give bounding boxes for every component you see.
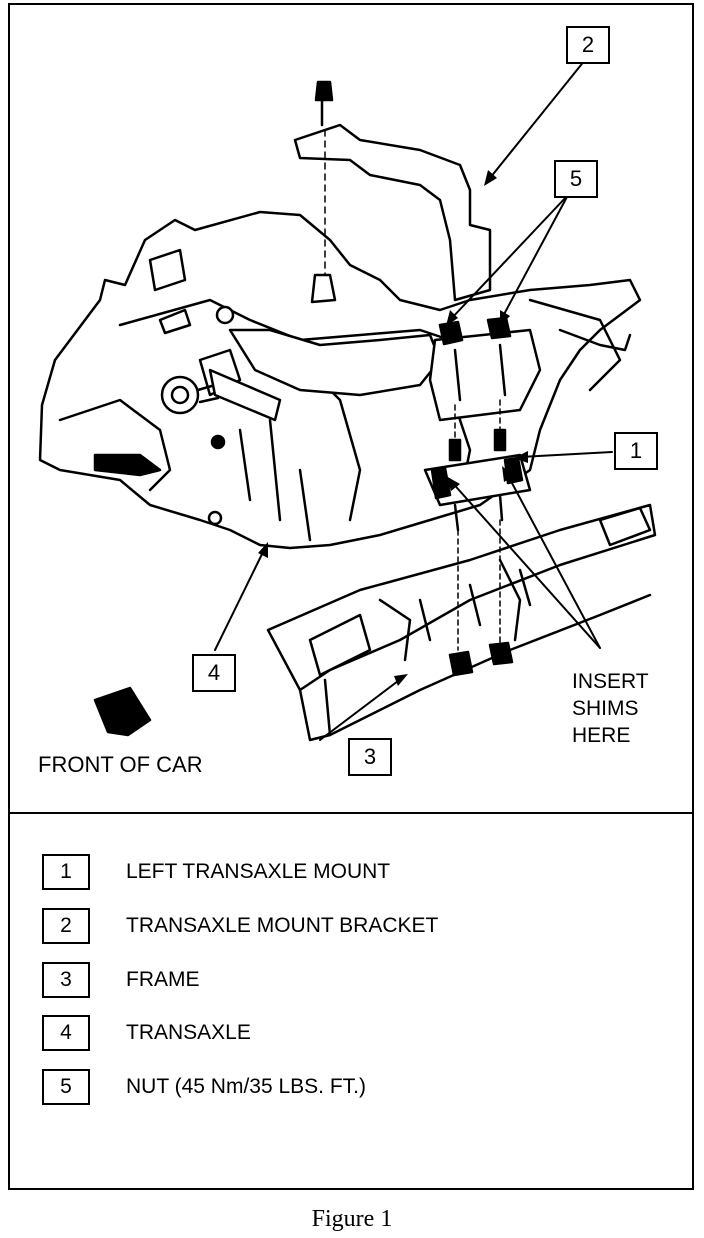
legend-label: TRANSAXLE	[126, 1021, 251, 1044]
legend-divider	[8, 812, 694, 814]
callout-1: 1	[614, 432, 658, 470]
mount-nuts	[438, 316, 512, 346]
figure-frame	[8, 3, 694, 1190]
front-of-car-label: FRONT OF CAR	[38, 752, 203, 777]
insert-shims-line-2: SHIMS	[572, 697, 639, 720]
legend-item: 5 NUT (45 Nm/35 LBS. FT.)	[42, 1067, 366, 1107]
legend-number: 3	[42, 962, 90, 998]
callout-4: 4	[192, 654, 236, 692]
legend-item: 4 TRANSAXLE	[42, 1013, 251, 1053]
legend-number: 1	[42, 854, 90, 890]
front-arrow-icon	[93, 686, 152, 737]
legend-label: FRAME	[126, 968, 200, 991]
leader-lines	[214, 59, 613, 741]
legend-item: 3 FRAME	[42, 960, 200, 1000]
figure-caption: Figure 1	[311, 1206, 393, 1232]
legend-number: 5	[42, 1069, 90, 1105]
frame-rail	[266, 503, 657, 742]
legend-number: 4	[42, 1015, 90, 1051]
legend-item: 1 LEFT TRANSAXLE MOUNT	[42, 852, 390, 892]
legend-item: 2 TRANSAXLE MOUNT BRACKET	[42, 906, 438, 946]
legend-label: LEFT TRANSAXLE MOUNT	[126, 860, 391, 883]
callout-5: 5	[554, 160, 598, 198]
callout-3: 3	[348, 738, 392, 776]
transaxle-mount-illustration	[38, 59, 657, 742]
insert-shims-line-3: HERE	[572, 724, 631, 747]
insert-shims-note: INSERT SHIMS HERE	[572, 668, 649, 749]
transaxle-mount-bracket	[208, 123, 542, 422]
legend-label: TRANSAXLE MOUNT BRACKET	[126, 914, 439, 937]
arrowheads	[258, 170, 528, 686]
top-bolt	[314, 80, 334, 276]
legend-number: 2	[42, 908, 90, 944]
legend-label: NUT (45 Nm/35 LBS. FT.)	[126, 1075, 367, 1098]
callout-2: 2	[566, 26, 610, 64]
insert-shims-line-1: INSERT	[572, 670, 649, 693]
